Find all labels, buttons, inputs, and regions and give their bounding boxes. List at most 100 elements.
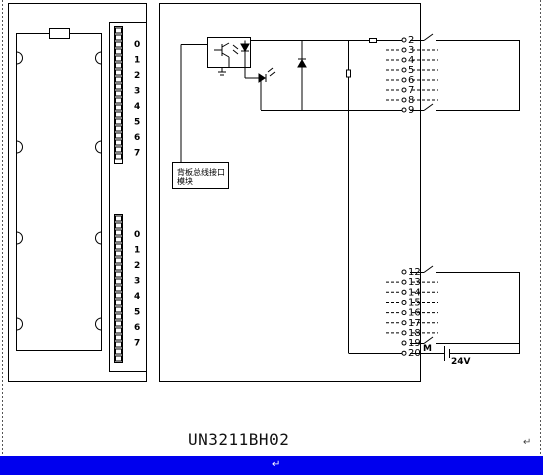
- terminal-contact: [401, 279, 407, 285]
- led-cell-b: [115, 299, 122, 306]
- terminal-contact: [401, 340, 407, 346]
- led-cell-a: [115, 132, 122, 139]
- led-label: 4: [134, 102, 140, 112]
- led-cell-a: [115, 90, 122, 97]
- led-cell-a: [115, 104, 122, 111]
- module-front-frame: [8, 3, 147, 382]
- led-cell-a: [115, 69, 122, 76]
- terminal-contact: [401, 299, 407, 305]
- led-cell-b: [115, 250, 122, 257]
- led-label: 5: [134, 308, 140, 318]
- led-label: 3: [134, 87, 140, 97]
- terminal-contact: [401, 289, 407, 295]
- backplane-interface-text-2: 模块: [177, 176, 193, 186]
- module-notches: [16, 51, 102, 331]
- led-cell-b: [115, 334, 122, 341]
- led-label: 0: [134, 40, 140, 50]
- led-cell-b: [115, 236, 122, 243]
- model-number: UN3211BH02: [188, 430, 290, 449]
- led-labels-group-a: 0 1 2 3 4 5 6 7: [134, 40, 140, 159]
- terminal-contact: [401, 330, 407, 336]
- led-cell-a: [115, 153, 122, 160]
- led-cell-b: [115, 222, 122, 229]
- led-label: 2: [134, 261, 140, 271]
- led-cell-b: [115, 285, 122, 292]
- led-cell-a: [115, 97, 122, 104]
- led-label: 4: [134, 292, 140, 302]
- terminal-contact: [401, 107, 407, 113]
- led-label: 5: [134, 118, 140, 128]
- terminal-number: 13: [408, 277, 421, 288]
- led-cell-a: [115, 27, 122, 34]
- module-inner-panel: [16, 33, 102, 351]
- terminal-number: 8: [408, 95, 414, 106]
- terminal-number: 4: [408, 55, 414, 66]
- backplane-interface-text-1: 背板总线接口: [177, 167, 225, 177]
- power-supply-24v: [410, 346, 472, 361]
- led-cell-a: [115, 55, 122, 62]
- led-cell-b: [115, 264, 122, 271]
- paragraph-mark: ↵: [523, 437, 532, 448]
- terminal-contact: [401, 269, 407, 275]
- led-cell-a: [115, 111, 122, 118]
- terminal-contact: [401, 77, 407, 83]
- led-cell-b: [115, 229, 122, 236]
- led-label: 3: [134, 277, 140, 287]
- led-cell-b: [115, 215, 122, 222]
- led-cell-a: [115, 48, 122, 55]
- terminal-number: 3: [408, 45, 414, 56]
- led-cell-b: [115, 271, 122, 278]
- led-cell-b: [115, 257, 122, 264]
- led-label: 6: [134, 133, 140, 143]
- led-label: 7: [134, 339, 140, 349]
- module-top-slot: [49, 28, 70, 39]
- led-label: 6: [134, 323, 140, 333]
- terminal-contact: [401, 87, 407, 93]
- led-cell-b: [115, 341, 122, 348]
- terminal-number: 16: [408, 308, 421, 319]
- led-column-b: [114, 214, 123, 363]
- led-cells: [115, 27, 122, 362]
- schematic-frame: [159, 3, 421, 382]
- led-cell-b: [115, 278, 122, 285]
- common-bus: [261, 38, 402, 354]
- terminal-contact: [401, 47, 407, 53]
- led-cell-a: [115, 76, 122, 83]
- led-label: 7: [134, 149, 140, 159]
- led-cell-b: [115, 355, 122, 362]
- indicator-led: [244, 60, 276, 110]
- led-cell-b: [115, 292, 122, 299]
- terminal-contact: [401, 37, 407, 43]
- terminal-contact: [401, 67, 407, 73]
- led-label: 1: [134, 246, 140, 256]
- led-cell-a: [115, 118, 122, 125]
- terminal-contact: [401, 97, 407, 103]
- terminal-number: 18: [408, 328, 421, 339]
- led-cell-b: [115, 313, 122, 320]
- led-cell-a: [115, 139, 122, 146]
- external-switch-wiring: [410, 33, 520, 354]
- supply-terminal-symbol: M: [423, 344, 432, 354]
- led-cell-a: [115, 83, 122, 90]
- led-label: 1: [134, 56, 140, 66]
- terminal-number: 7: [408, 85, 414, 96]
- led-cell-a: [115, 41, 122, 48]
- supply-voltage-label: 24V: [451, 357, 471, 367]
- led-cell-a: [115, 146, 122, 153]
- terminal-contact: [401, 57, 407, 63]
- led-label: 2: [134, 71, 140, 81]
- bottom-status-bar: ↵: [0, 456, 543, 475]
- protection-diode: [297, 40, 307, 110]
- terminal-contact: [401, 320, 407, 326]
- led-label: 0: [134, 230, 140, 240]
- backplane-interface-box: [172, 162, 229, 189]
- led-cell-b: [115, 327, 122, 334]
- led-cell-a: [115, 34, 122, 41]
- bar-paragraph-mark: ↵: [272, 459, 281, 470]
- terminal-number: 5: [408, 65, 414, 76]
- led-column-a: [114, 26, 123, 164]
- led-cell-b: [115, 306, 122, 313]
- led-cell-b: [115, 320, 122, 327]
